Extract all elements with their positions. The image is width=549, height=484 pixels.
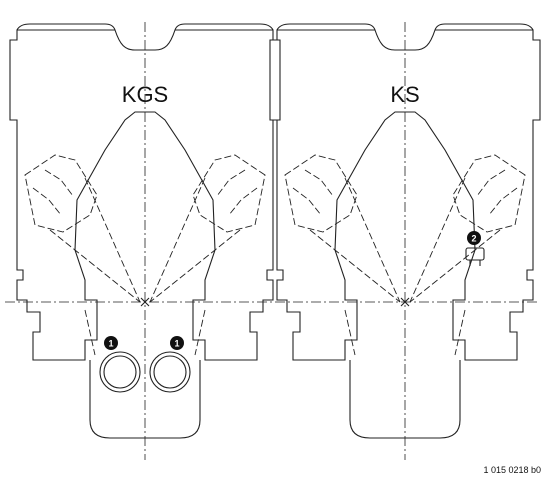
ks-label: KS	[390, 82, 419, 107]
document-number: 1 015 0218 b0	[483, 465, 541, 475]
callout-badge: 1	[104, 336, 118, 350]
callout-number: 1	[108, 339, 113, 349]
kgs-filters	[99, 351, 191, 393]
ks-fitting	[465, 247, 485, 266]
callout-badge: 1	[170, 336, 184, 350]
callout-badge: 2	[467, 231, 481, 245]
callout-number: 1	[174, 339, 179, 349]
kgs-label: KGS	[122, 82, 168, 107]
callout-number: 2	[471, 234, 476, 244]
